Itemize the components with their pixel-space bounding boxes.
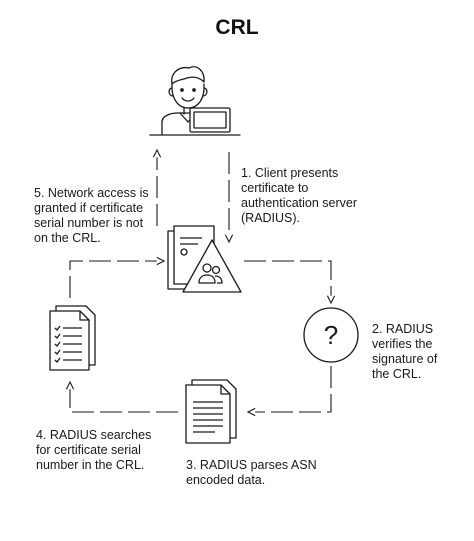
- arrow-step-5: [69, 261, 164, 298]
- step-1-label: 1. Client presents certificate to authen…: [241, 166, 358, 225]
- flow-lines: [70, 150, 331, 412]
- arrow-step-4: [70, 382, 178, 413]
- question-mark: ?: [324, 320, 338, 350]
- crl-checklist-icon: [49, 305, 96, 371]
- asn-document-icon: [185, 379, 237, 444]
- step-4-label: 4. RADIUS searches for certificate seria…: [36, 428, 152, 472]
- step-5-label: 5. Network access is granted if certific…: [34, 186, 149, 245]
- question-circle-icon: ?: [303, 307, 359, 363]
- step-2-label: 2. RADIUS verifies the signature of the …: [372, 322, 438, 381]
- step-3-label: 3. RADIUS parses ASN encoded data.: [186, 458, 317, 487]
- arrow-step-3: [248, 366, 332, 412]
- certificate-icon: [167, 225, 242, 293]
- arrow-step-2: [244, 260, 331, 303]
- diagram-title: CRL: [215, 16, 259, 39]
- client-icon: [149, 66, 241, 136]
